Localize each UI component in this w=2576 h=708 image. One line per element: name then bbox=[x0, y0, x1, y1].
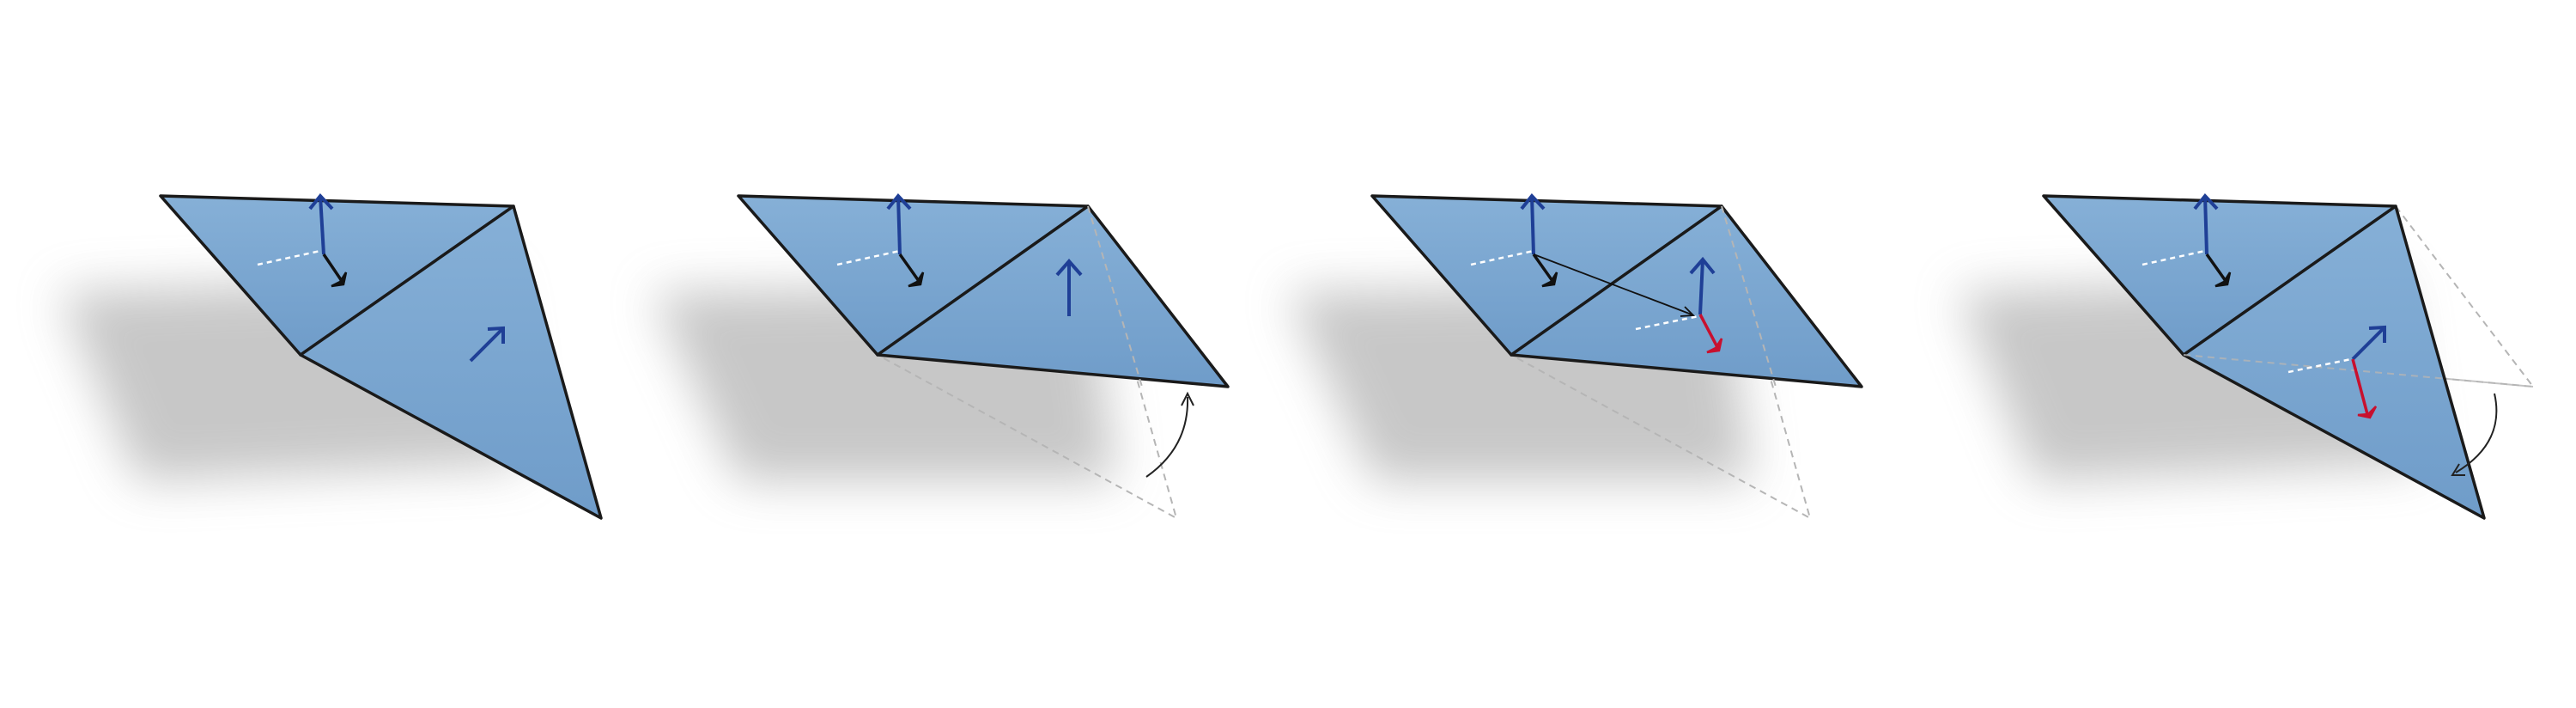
black-arrow bbox=[898, 253, 920, 283]
blue-arrow-diagonal-head bbox=[487, 326, 505, 344]
face-right-triangle bbox=[2182, 204, 2486, 520]
ghost-fold-line bbox=[1087, 205, 1143, 388]
rotation-arc bbox=[1145, 396, 1189, 478]
blue-arrow-diagonal bbox=[2351, 327, 2385, 361]
black-arrow bbox=[322, 253, 343, 282]
white-dashed-segment bbox=[836, 249, 901, 266]
white-dashed-segment bbox=[257, 249, 321, 266]
blue-arrow-diagonal-head bbox=[2368, 325, 2386, 343]
blue-arrow-vertical-head bbox=[1055, 258, 1083, 277]
black-arrow-head bbox=[908, 272, 925, 288]
white-dashed-segment bbox=[2142, 249, 2206, 266]
white-dashed-segment bbox=[1470, 249, 1534, 266]
panel-2 bbox=[653, 192, 1230, 521]
blue-arrow bbox=[1530, 195, 1535, 255]
face-rotated-triangle bbox=[1510, 204, 1863, 388]
blue-arrow-head bbox=[308, 192, 334, 211]
panel-4 bbox=[1958, 192, 2536, 520]
red-arrow-head bbox=[1706, 338, 1723, 354]
blue-arrow bbox=[319, 195, 325, 255]
face-right-triangle bbox=[299, 204, 603, 520]
blue-arrow-diagonal bbox=[469, 327, 504, 363]
black-arrow-head bbox=[2215, 272, 2232, 288]
transport-line bbox=[1533, 253, 1692, 315]
blue-arrow-head bbox=[1520, 192, 1546, 211]
panel-3 bbox=[1288, 192, 1863, 521]
black-arrow-head bbox=[331, 272, 348, 288]
rotation-arc-head bbox=[2451, 463, 2465, 476]
black-arrow-head bbox=[1541, 272, 1558, 288]
rotation-arc bbox=[2455, 393, 2498, 473]
transport-line-head bbox=[1680, 306, 1696, 317]
red-arrow bbox=[2351, 358, 2369, 415]
black-arrow bbox=[2205, 253, 2227, 283]
white-dashed-segment-2 bbox=[2287, 357, 2352, 374]
white-dashed-segment-2 bbox=[1635, 314, 1699, 331]
rotation-arc-head bbox=[1181, 391, 1194, 406]
red-arrow bbox=[1698, 314, 1719, 348]
blue-arrow bbox=[896, 195, 902, 255]
blue-arrow-head bbox=[886, 192, 912, 211]
black-arrow bbox=[1532, 253, 1554, 283]
red-arrow-head bbox=[2357, 406, 2378, 419]
panel-1 bbox=[60, 192, 603, 520]
blue-arrow-vertical bbox=[1698, 259, 1704, 315]
blue-arrow-vertical-head bbox=[1689, 256, 1716, 275]
blue-arrow-head bbox=[2193, 192, 2219, 211]
ghost-crossing-line bbox=[2183, 354, 2534, 388]
ghost-fold-line bbox=[1721, 205, 1777, 388]
face-rotated-triangle bbox=[876, 204, 1230, 388]
blue-arrow bbox=[2203, 195, 2208, 255]
